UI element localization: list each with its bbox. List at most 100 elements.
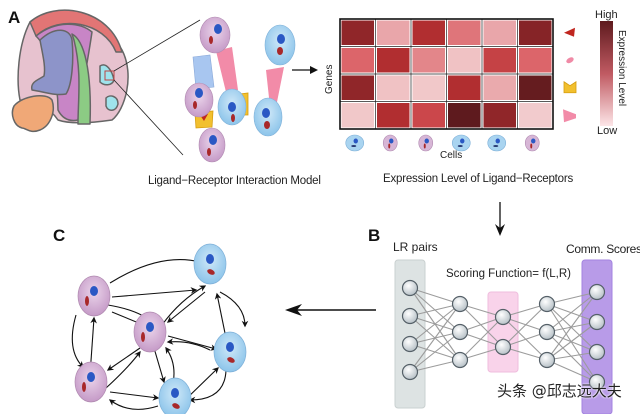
network-edge <box>546 331 598 353</box>
cell-purple <box>199 16 231 54</box>
panel-c-label: C <box>53 226 66 245</box>
network-node-layer-2 <box>451 323 469 341</box>
network-edge <box>502 316 548 361</box>
scoring-function-box <box>487 291 519 373</box>
nucleus <box>87 372 95 382</box>
heatmap-cell <box>448 103 481 128</box>
nucleus <box>146 322 154 332</box>
brain-green-region <box>71 33 92 125</box>
arrow-b-to-c <box>285 304 376 316</box>
legend-high-label: High <box>595 9 618 21</box>
communication-arrow <box>188 369 227 404</box>
communication-arrow <box>166 291 206 323</box>
heatmap-cell <box>341 75 374 100</box>
communication-arrow <box>109 391 160 401</box>
cell-blue <box>213 331 247 373</box>
network-edge <box>409 331 461 373</box>
network-edge <box>546 291 598 333</box>
cell-blue <box>264 24 296 66</box>
network-edge <box>546 291 598 305</box>
network-node-layer-1 <box>401 335 419 353</box>
heatmap-cell <box>341 48 374 73</box>
network-node-layer-3 <box>494 338 512 356</box>
watermark: 头条 @邱志远大夫 <box>497 382 622 400</box>
heatmap-cell <box>483 20 516 45</box>
nucleus <box>171 388 179 398</box>
network-node-layer-1 <box>401 307 419 325</box>
cell-blue-icon <box>451 134 471 152</box>
panel-b-label: B <box>368 226 381 245</box>
arrow-to-heatmap <box>292 66 318 74</box>
communication-arrow <box>108 399 159 410</box>
network-edge <box>409 303 461 345</box>
heatmap-cell <box>412 48 445 73</box>
ligand-pink-cone-1 <box>216 47 238 92</box>
network-node-layer-5 <box>588 283 606 301</box>
caption-lr-model: Ligand−Receptor Interaction Model <box>148 175 321 187</box>
network-node-layer-4 <box>538 295 556 313</box>
communication-arrow <box>109 257 202 284</box>
heatmap-cell <box>412 20 445 45</box>
cell-purple-icon <box>524 134 540 152</box>
cell-blue-icon <box>487 134 507 152</box>
network-node-layer-3 <box>494 308 512 326</box>
cell-purple <box>77 275 111 317</box>
ligand-triangle-red-icon <box>564 27 575 37</box>
communication-arrow <box>161 285 207 326</box>
communication-arrow <box>106 347 141 371</box>
brain-blue-region <box>30 29 74 96</box>
heatmap-cell <box>483 75 516 100</box>
communication-arrow <box>167 335 218 351</box>
heatmap-cell <box>448 48 481 73</box>
network-edge <box>409 303 461 317</box>
brain-cyan-region-2 <box>105 95 119 111</box>
network-edge <box>409 287 461 305</box>
network-edge <box>546 291 598 361</box>
ligand-receptor-model <box>184 16 318 163</box>
panel-a-label: A <box>8 8 21 27</box>
network-edge <box>459 303 504 348</box>
cell-purple <box>184 82 214 118</box>
heatmap-cell <box>412 103 445 128</box>
receptor-yellow-icon <box>563 81 577 94</box>
zoom-region-marker <box>104 70 115 81</box>
heatmap-cell <box>341 103 374 128</box>
cell-blue-icon <box>345 134 365 152</box>
heatmap-cell <box>448 75 481 100</box>
heatmap-cell <box>519 48 552 73</box>
network-node-layer-4 <box>538 323 556 341</box>
cell-blue <box>193 243 227 285</box>
communication-arrow <box>214 292 227 339</box>
ligand-oval-pink-icon <box>566 57 574 64</box>
legend-low-label: Low <box>597 125 618 137</box>
network-edge <box>546 351 598 361</box>
network-edge <box>546 303 598 323</box>
network-node-layer-5 <box>588 373 606 391</box>
receptor-blue-block <box>192 54 215 90</box>
network-node-layer-4 <box>538 351 556 369</box>
scoring-function-label: Scoring Function= f(L,R) <box>446 268 571 280</box>
communication-arrow <box>71 314 84 368</box>
network-edge <box>502 303 548 348</box>
nucleus <box>206 254 214 264</box>
heatmap-xlabel: Cells <box>440 150 463 161</box>
brain-orange-region <box>11 94 54 133</box>
heatmap-cell <box>483 103 516 128</box>
network-edge <box>409 303 461 373</box>
network-node-layer-2 <box>451 351 469 369</box>
network-edge <box>546 303 598 353</box>
heatmap-cell <box>377 75 410 100</box>
communication-arrow <box>111 287 198 298</box>
communication-arrow <box>105 350 141 389</box>
nucleus <box>226 342 234 352</box>
heatmap-cell <box>341 20 374 45</box>
scoring-network <box>394 259 613 414</box>
heatmap-cell <box>448 20 481 45</box>
communication-arrow <box>153 347 166 384</box>
heatmap-border <box>339 18 554 130</box>
network-node-layer-1 <box>401 279 419 297</box>
arrow-down-to-b <box>495 202 505 236</box>
caption-expression-level: Expression Level of Ligand−Receptors <box>383 173 574 185</box>
heatmap-cell <box>519 20 552 45</box>
network-edge <box>459 316 504 361</box>
